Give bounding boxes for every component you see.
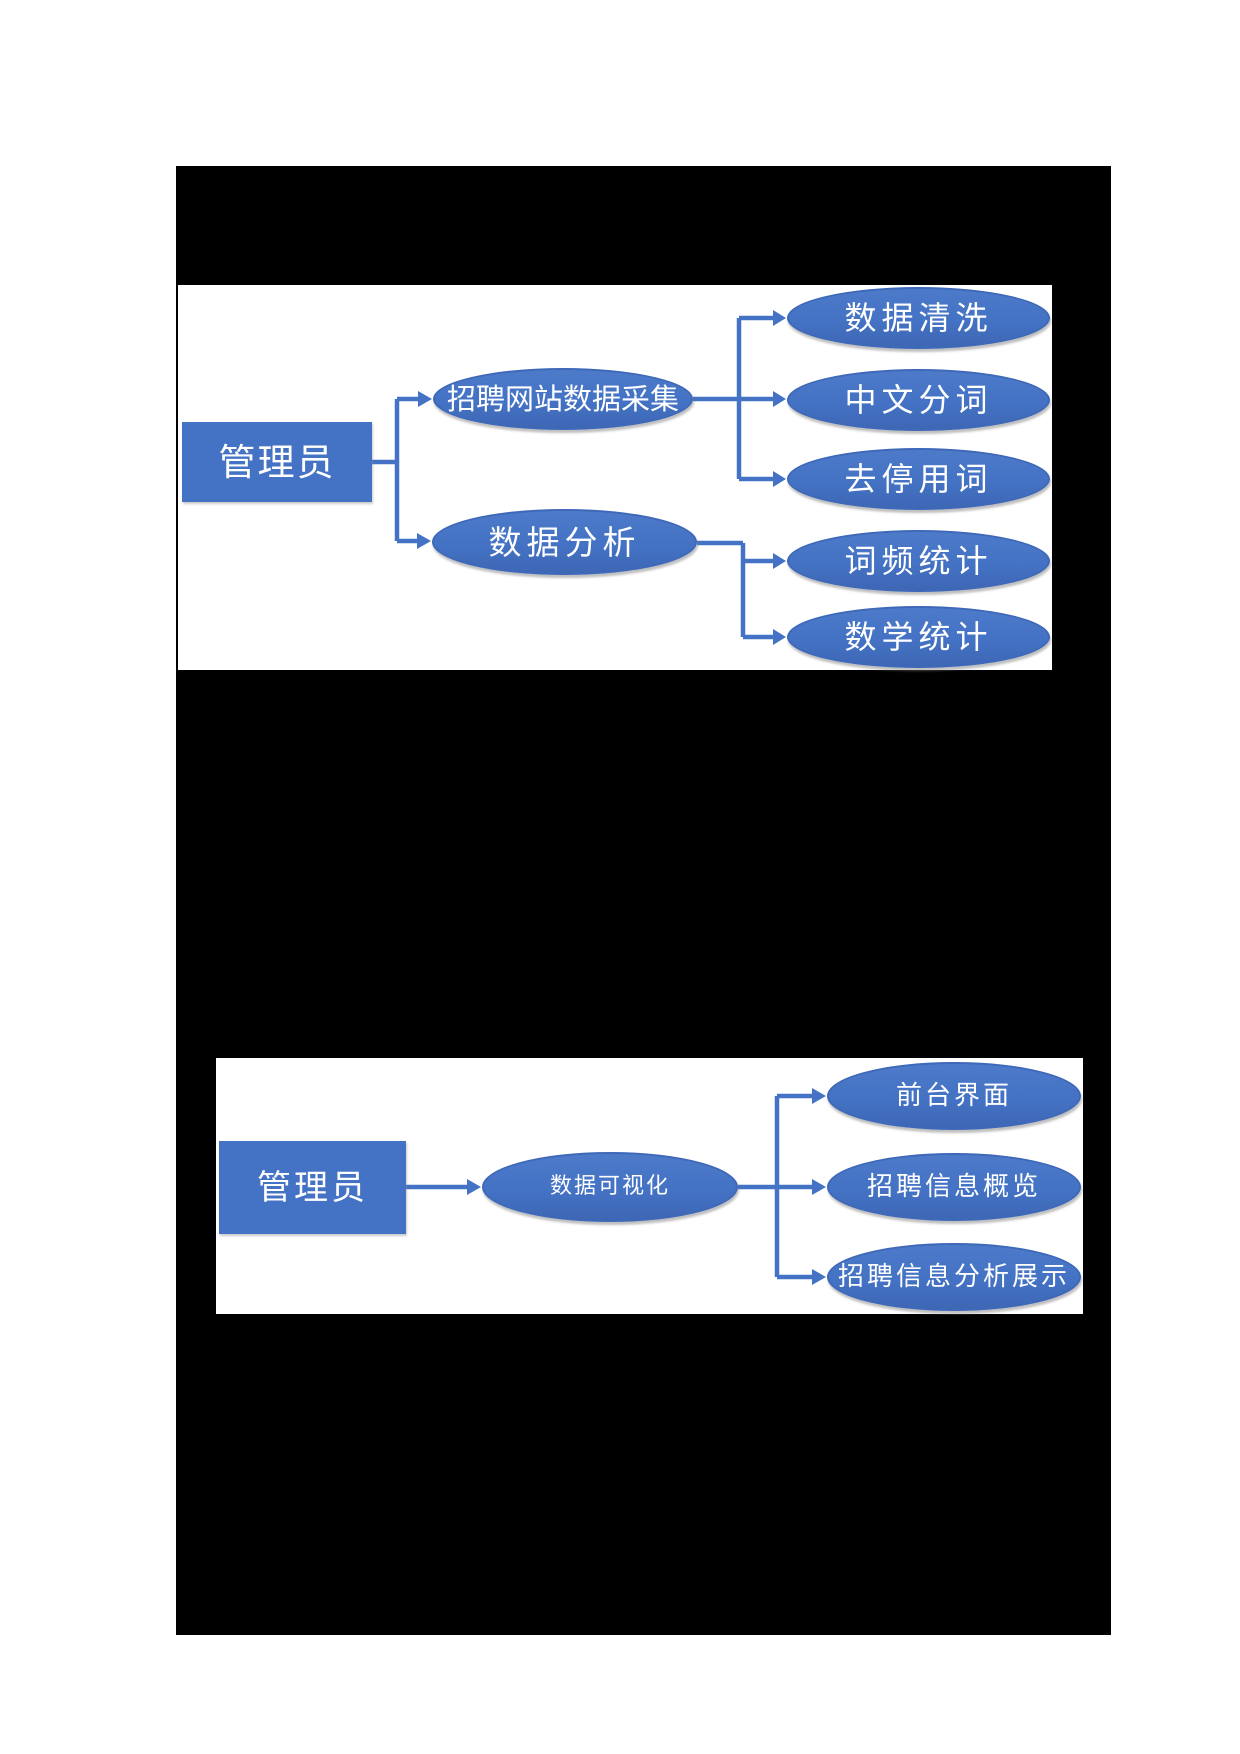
usecase-label: 招聘网站数据采集 (446, 381, 679, 416)
actor-box-admin: 管理员 (219, 1141, 406, 1234)
diagram-panel-bottom: 管理员 数据可视化 前台界面 招聘信息概览 招聘信息分析展示 (216, 1058, 1083, 1314)
arrowhead-icon (812, 1088, 826, 1104)
usecase-frontend-interface: 前台界面 (827, 1062, 1081, 1130)
usecase-recruitment-analysis-display: 招聘信息分析展示 (827, 1243, 1081, 1311)
usecase-math-statistics: 数学统计 (787, 606, 1050, 668)
arrowhead-icon (417, 533, 431, 549)
usecase-label: 前台界面 (895, 1081, 1012, 1111)
usecase-label: 招聘信息分析展示 (837, 1262, 1070, 1292)
arrowhead-icon (773, 391, 786, 407)
usecase-stopword-removal: 去停用词 (787, 448, 1050, 510)
usecase-data-collection: 招聘网站数据采集 (433, 368, 693, 430)
arrowhead-icon (418, 391, 432, 407)
usecase-label: 数据分析 (488, 522, 641, 562)
usecase-word-frequency: 词频统计 (787, 530, 1050, 592)
usecase-label: 数据清洗 (844, 299, 993, 337)
arrowhead-icon (773, 310, 786, 326)
arrowhead-icon (773, 553, 786, 569)
arrowhead-icon (773, 629, 786, 645)
actor-box-admin: 管理员 (182, 422, 372, 502)
diagram-panel-top: 管理员 招聘网站数据采集 数据分析 数据清洗 中文分词 去停用词 词频统计 数学… (178, 285, 1052, 670)
arrowhead-icon (773, 471, 786, 487)
usecase-label: 招聘信息概览 (866, 1172, 1041, 1202)
usecase-label: 词频统计 (844, 542, 993, 580)
usecase-label: 数据可视化 (549, 1174, 670, 1199)
usecase-label: 数学统计 (844, 618, 993, 656)
usecase-data-visualization: 数据可视化 (482, 1152, 738, 1222)
usecase-chinese-segmentation: 中文分词 (787, 369, 1050, 431)
arrowhead-icon (467, 1179, 481, 1195)
arrowhead-icon (812, 1269, 826, 1285)
usecase-label: 中文分词 (844, 381, 993, 419)
actor-label: 管理员 (218, 440, 336, 484)
usecase-recruitment-overview: 招聘信息概览 (827, 1153, 1081, 1221)
usecase-label: 去停用词 (844, 460, 993, 498)
usecase-data-cleaning: 数据清洗 (787, 287, 1050, 349)
actor-label: 管理员 (257, 1167, 368, 1208)
arrowhead-icon (812, 1179, 826, 1195)
usecase-data-analysis: 数据分析 (432, 509, 697, 575)
